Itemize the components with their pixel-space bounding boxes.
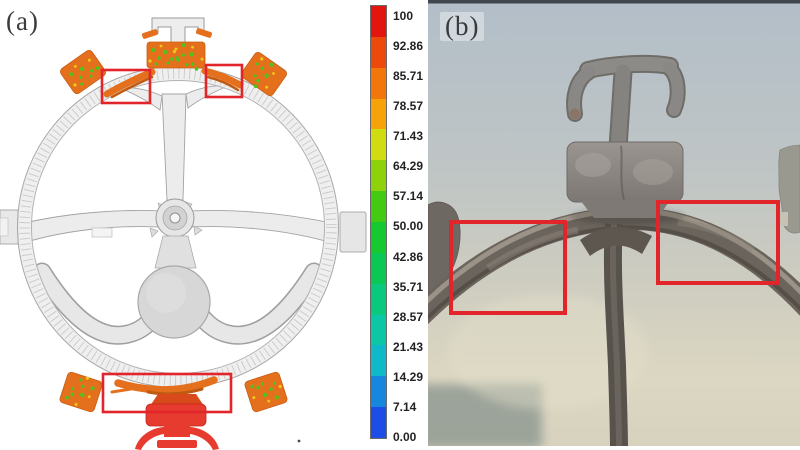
colorbar: 100 92.86 85.71 78.57 71.43 64.29 57.14 50.00 42… xyxy=(368,0,428,450)
colorbar-segment xyxy=(371,222,386,253)
simulation-wheel-graphic xyxy=(0,17,367,450)
right-metal-fragment xyxy=(778,144,800,234)
colorbar-tick-label: 21.43 xyxy=(393,339,424,354)
defect-band-upper-left xyxy=(103,68,156,99)
middle-spoke-detail xyxy=(91,227,113,238)
overflow-tab-right xyxy=(339,211,367,253)
colorbar-tick-label: 100 xyxy=(393,9,414,23)
sprue-side-dashes xyxy=(141,28,213,39)
defect-highlight-box-a-right xyxy=(204,63,244,99)
photo-top-border xyxy=(428,0,800,4)
colorbar-segment xyxy=(371,6,386,37)
photo-bright-patch xyxy=(448,294,648,410)
colorbar-ticks: 100 92.86 85.71 78.57 71.43 64.29 57.14 50.00 42… xyxy=(368,0,428,450)
defect-highlight-box-b-right xyxy=(656,200,780,285)
panel-a-simulation: (a) xyxy=(0,0,368,450)
defect-highlight-box-a-left xyxy=(100,68,152,105)
colorbar-segment xyxy=(371,345,386,377)
wheel-rim-ring xyxy=(17,66,339,388)
bottom-ingate xyxy=(135,394,219,450)
colorbar-tick-label: 42.86 xyxy=(393,249,424,264)
colorbar-tick-label: 64.29 xyxy=(393,159,424,174)
defect-highlight-box-a-bottom xyxy=(101,372,233,414)
riser-defect-blob-upper-right xyxy=(241,51,287,97)
photo-bottom-margin xyxy=(428,446,800,450)
riser-defect-blob-top-center xyxy=(146,38,208,75)
casting-photo-graphic xyxy=(428,0,800,450)
panel-b-photo: (b) xyxy=(428,0,800,450)
colorbar-segment xyxy=(371,160,386,192)
colorbar-tick-label: 71.43 xyxy=(393,129,424,144)
colorbar-segment xyxy=(371,252,386,284)
colorbar-tick-label: 28.57 xyxy=(393,309,424,324)
colorbar-tick-label: 7.14 xyxy=(393,399,417,414)
colorbar-segment xyxy=(371,36,386,68)
colorbar-segment xyxy=(371,98,386,130)
colorbar-tick-label: 57.14 xyxy=(393,189,424,204)
riser-defect-blob-upper-left xyxy=(60,49,106,95)
hub-assembly xyxy=(137,198,211,339)
riser-defect-blob-lower-left xyxy=(59,371,103,413)
colorbar-tick-label: 14.29 xyxy=(393,369,424,384)
colorbar-tick-label: 78.57 xyxy=(393,99,424,114)
stray-speck xyxy=(297,439,301,443)
colorbar-segment xyxy=(371,283,386,315)
colorbar-segment xyxy=(371,407,386,439)
colorbar-segment xyxy=(371,191,386,223)
colorbar-segment xyxy=(371,314,386,346)
sprue-photo xyxy=(566,54,686,158)
colorbar-tick-label: 92.86 xyxy=(393,39,424,54)
colorbar-tick-label: 35.71 xyxy=(393,279,424,294)
riser-block-photo xyxy=(566,141,686,225)
wheel-spoke-photo xyxy=(580,223,652,450)
panel-a-label: (a) xyxy=(6,6,39,36)
colorbar-tick-label: 85.71 xyxy=(393,69,424,84)
riser-defect-blob-lower-right xyxy=(244,371,288,413)
colorbar-tick-label: 0.00 xyxy=(393,429,417,444)
colorbar-segment xyxy=(371,129,386,161)
defect-highlight-box-b-left xyxy=(449,220,567,315)
colorbar-segment xyxy=(371,376,386,408)
colorbar-segment xyxy=(371,67,386,99)
panel-b-label: (b) xyxy=(440,12,485,41)
colorbar-tick-label: 50.00 xyxy=(393,219,424,234)
colorbar-gradient xyxy=(370,5,387,439)
overflow-tab-left xyxy=(0,209,19,245)
defect-band-upper-right xyxy=(201,67,244,92)
